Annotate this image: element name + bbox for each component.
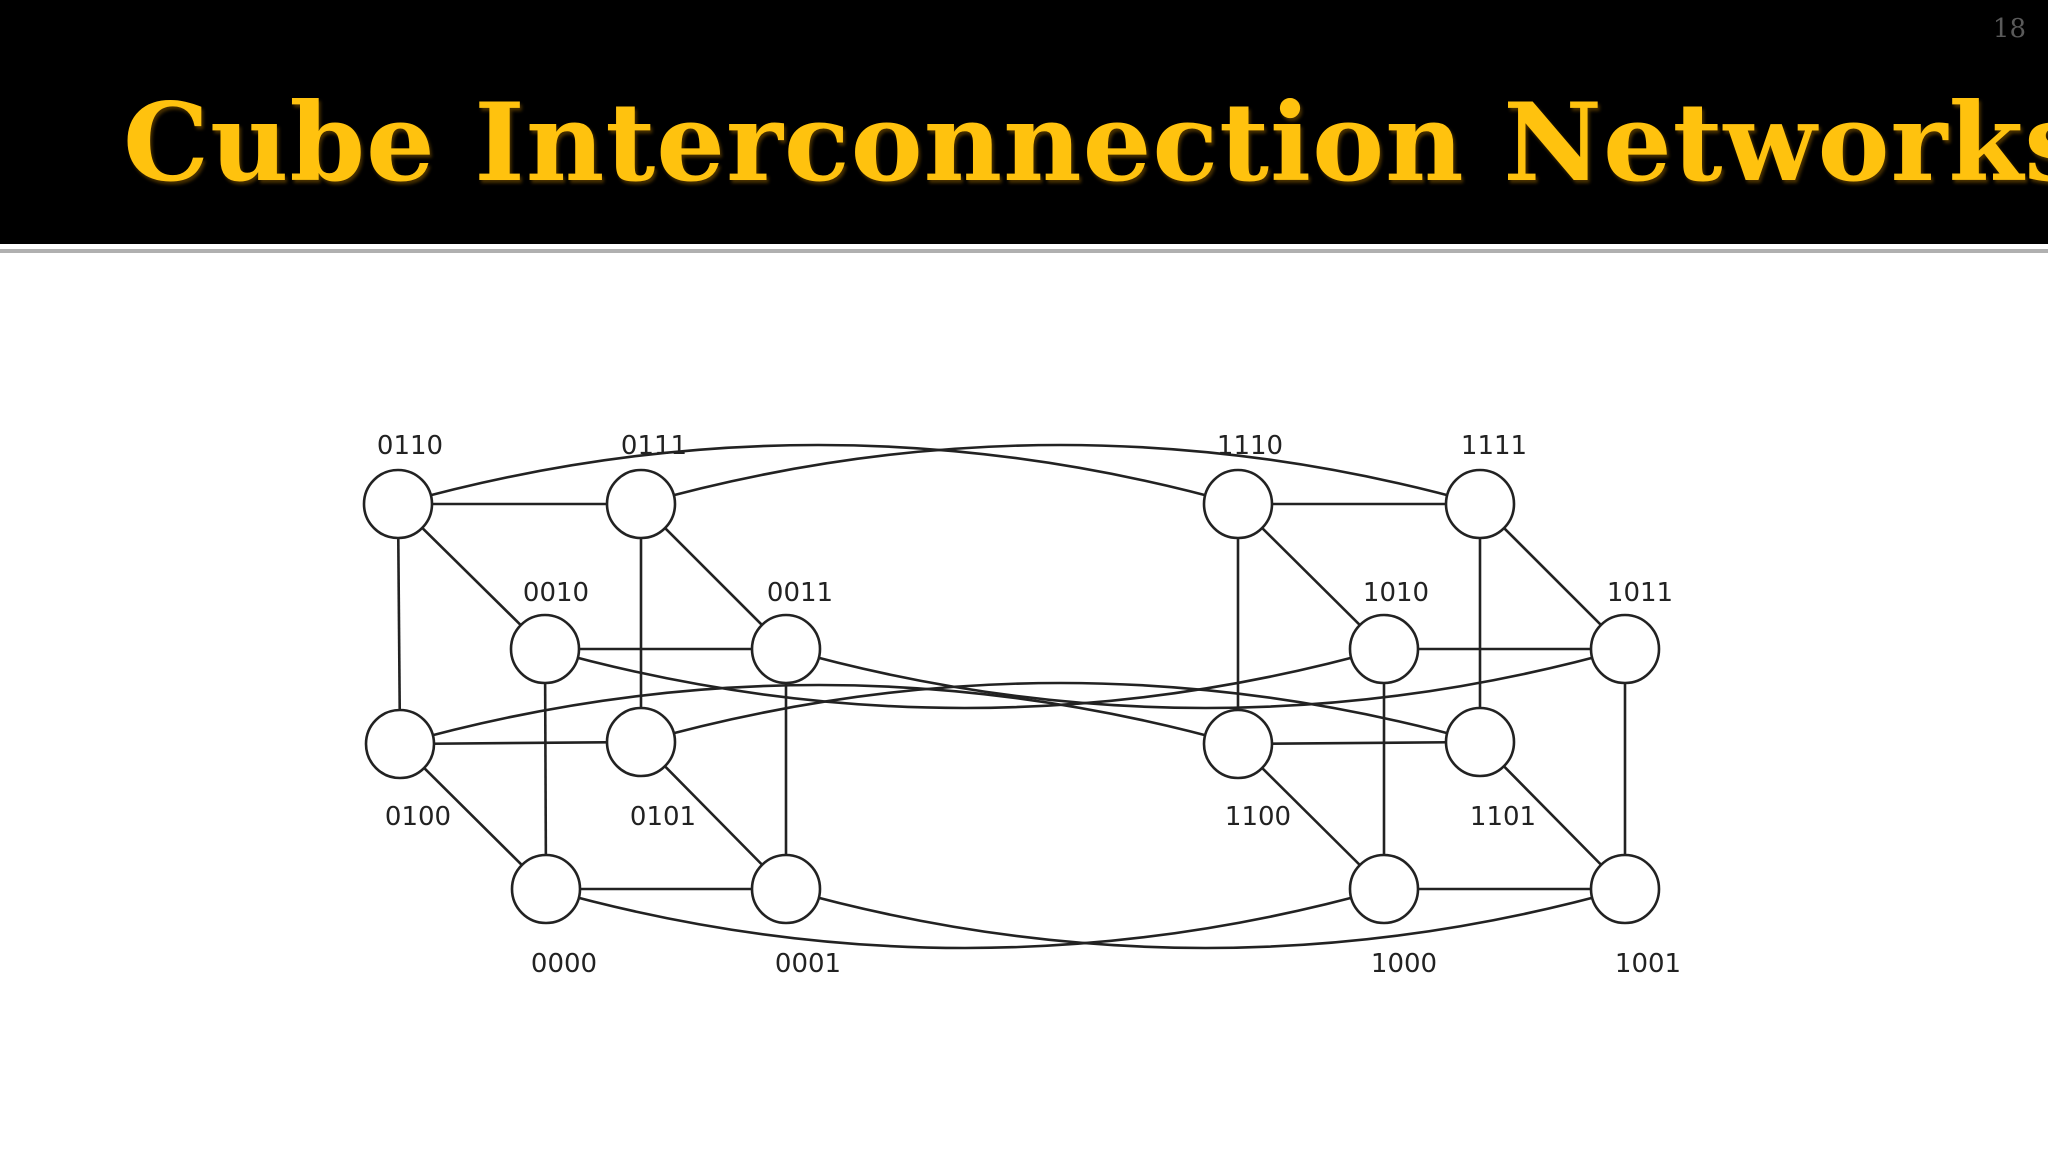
node-label-0110: 0110	[377, 431, 443, 461]
node-label-1001: 1001	[1615, 949, 1681, 979]
node-0101	[605, 706, 677, 778]
node-label-1100: 1100	[1225, 802, 1291, 832]
node-label-1111: 1111	[1461, 431, 1527, 461]
node-label-1010: 1010	[1363, 578, 1429, 608]
edge-0101-1101	[640, 681, 1481, 744]
node-0100	[364, 708, 436, 780]
diagram-edges	[396, 443, 1627, 950]
edge-0110-0100	[396, 503, 402, 745]
slide-number: 18	[1992, 14, 2026, 44]
node-1111	[1444, 468, 1516, 540]
node-0001	[750, 853, 822, 925]
edge-0011-1011	[785, 647, 1626, 710]
node-1001	[1589, 853, 1661, 925]
node-0111	[605, 468, 677, 540]
node-label-1110: 1110	[1217, 431, 1283, 461]
node-0010	[509, 613, 581, 685]
node-1100	[1202, 708, 1274, 780]
title-divider	[0, 249, 2048, 253]
node-label-0001: 0001	[775, 949, 841, 979]
node-1101	[1444, 706, 1516, 778]
edge-0110-1110	[397, 443, 1239, 506]
node-label-0111: 0111	[621, 431, 687, 461]
node-label-0101: 0101	[630, 802, 696, 832]
node-label-0100: 0100	[385, 802, 451, 832]
node-label-0000: 0000	[531, 949, 597, 979]
node-1110	[1202, 468, 1274, 540]
slide-title: Cube Interconnection Networks	[123, 80, 2048, 206]
edge-0010-1010	[544, 647, 1385, 710]
edge-0100-1100	[399, 683, 1239, 746]
edge-0010-0000	[543, 648, 548, 890]
node-0011	[750, 613, 822, 685]
diagram-nodes	[362, 468, 1661, 925]
node-0110	[362, 468, 434, 540]
node-label-0010: 0010	[523, 578, 589, 608]
node-label-0011: 0011	[767, 578, 833, 608]
node-label-1101: 1101	[1470, 802, 1536, 832]
node-1000	[1348, 853, 1420, 925]
edge-1100-1101	[1237, 740, 1481, 746]
node-1011	[1589, 613, 1661, 685]
edge-0000-1000	[545, 887, 1385, 950]
diagram-labels: 0110 0111 0010 0011 0100 0101 0000 0001 1110 1111…	[377, 431, 1681, 979]
edge-0100-0101	[399, 740, 642, 746]
title-bar	[0, 0, 2048, 244]
node-label-1000: 1000	[1371, 949, 1437, 979]
node-1010	[1348, 613, 1420, 685]
node-0000	[510, 853, 582, 925]
edge-0111-1111	[640, 443, 1481, 506]
edge-0001-1001	[785, 887, 1626, 950]
node-label-1011: 1011	[1607, 578, 1673, 608]
